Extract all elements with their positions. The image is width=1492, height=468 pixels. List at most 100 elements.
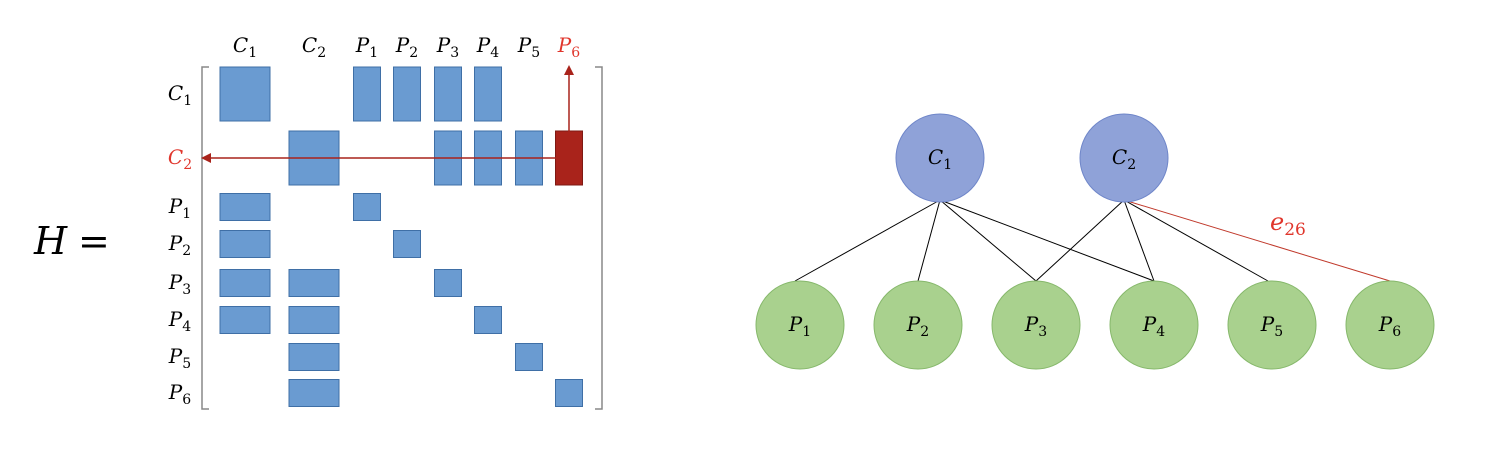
row-label-base: C <box>168 81 183 105</box>
column-label: P6 <box>557 33 580 61</box>
bottom-node <box>1109 280 1199 370</box>
bottom-node-label-base: P <box>788 312 803 336</box>
bottom-node-label-sub: 3 <box>1038 324 1047 340</box>
column-label: C1 <box>233 33 257 61</box>
matrix-cell <box>353 66 381 122</box>
bottom-node <box>755 280 845 370</box>
bottom-node-label-base: P <box>1024 312 1039 336</box>
matrix-cell <box>393 230 421 258</box>
bottom-node-label: P1 <box>788 312 811 340</box>
column-label: P3 <box>436 33 459 61</box>
column-label-sub: 1 <box>248 45 257 61</box>
row-label: P2 <box>168 231 191 259</box>
bottom-node-label: P6 <box>1378 312 1401 340</box>
row-label-sub: 5 <box>182 356 191 372</box>
matrix-cell <box>288 306 340 334</box>
matrix-cell <box>219 66 271 122</box>
column-label-base: C <box>302 33 317 57</box>
column-label: P2 <box>395 33 418 61</box>
row-label-sub: 4 <box>182 319 191 335</box>
matrix-cell <box>288 379 340 407</box>
row-label-sub: 2 <box>182 243 191 259</box>
matrix-cell <box>434 269 462 297</box>
matrix-left-bracket <box>201 66 209 410</box>
graph-edge <box>939 199 1037 282</box>
row-label: C1 <box>168 81 192 109</box>
matrix-cell <box>353 193 381 221</box>
top-node <box>1079 113 1169 203</box>
bottom-node <box>1227 280 1317 370</box>
bottom-node <box>1345 280 1435 370</box>
graph-edge <box>917 199 941 282</box>
edge-label-sub: 26 <box>1284 220 1306 240</box>
row-label-sub: 3 <box>182 282 191 298</box>
row-label: P1 <box>168 194 191 222</box>
bottom-node-label-base: P <box>1142 312 1157 336</box>
matrix-cell <box>219 230 271 258</box>
column-label-sub: 5 <box>531 45 540 61</box>
matrix-cell <box>555 379 583 407</box>
row-label-base: P <box>168 344 183 368</box>
row-label-sub: 1 <box>183 93 192 109</box>
matrix-right-bracket <box>595 66 603 410</box>
matrix-cell <box>219 193 271 221</box>
top-node-label-sub: 1 <box>943 157 952 173</box>
column-label: P4 <box>476 33 499 61</box>
matrix-cell <box>288 343 340 371</box>
row-label-base: P <box>168 270 183 294</box>
top-node <box>895 113 985 203</box>
column-label-base: C <box>233 33 248 57</box>
column-label-base: P <box>355 33 370 57</box>
column-label-base: P <box>395 33 410 57</box>
top-node-label-base: C <box>928 145 943 169</box>
column-label-sub: 4 <box>490 45 499 61</box>
edge-label-base: e <box>1270 208 1284 236</box>
bottom-node-label-base: P <box>906 312 921 336</box>
column-label-sub: 3 <box>450 45 459 61</box>
row-label-sub: 2 <box>183 157 192 173</box>
top-node-label-sub: 2 <box>1127 157 1136 173</box>
matrix-cell <box>393 66 421 122</box>
matrix-cell <box>288 269 340 297</box>
matrix-cell <box>474 306 502 334</box>
column-label-sub: 1 <box>369 45 378 61</box>
top-node-label: C1 <box>928 145 952 173</box>
row-label: P3 <box>168 270 191 298</box>
bottom-node-label: P5 <box>1260 312 1283 340</box>
matrix-cell <box>515 343 543 371</box>
equals-sign: = <box>78 219 110 263</box>
row-label: P4 <box>168 307 191 335</box>
top-node-label-base: C <box>1112 145 1127 169</box>
bottom-node <box>873 280 963 370</box>
graph-edge <box>1123 199 1269 282</box>
graph-edge <box>1035 199 1125 282</box>
matrix-cell <box>474 66 502 122</box>
row-label: P5 <box>168 344 191 372</box>
column-label-base: P <box>476 33 491 57</box>
edge-label: e26 <box>1270 208 1306 240</box>
graph-edge <box>1123 199 1155 282</box>
top-node-label: C2 <box>1112 145 1136 173</box>
row-label-base: P <box>168 380 183 404</box>
graph-edge <box>794 199 941 282</box>
bottom-node-label-sub: 4 <box>1156 324 1165 340</box>
row-label: P6 <box>168 380 191 408</box>
bottom-node-label-sub: 5 <box>1274 324 1283 340</box>
bottom-node-label: P4 <box>1142 312 1165 340</box>
bottom-node-label-base: P <box>1260 312 1275 336</box>
bottom-node-label-sub: 6 <box>1392 324 1401 340</box>
row-label-base: P <box>168 307 183 331</box>
graph-edge <box>939 199 1155 282</box>
matrix-cells <box>219 66 583 407</box>
row-label-base: P <box>168 231 183 255</box>
matrix-cell <box>434 66 462 122</box>
row-label: C2 <box>168 145 192 173</box>
column-label: P1 <box>355 33 378 61</box>
row-label-sub: 1 <box>182 206 191 222</box>
row-label-base: C <box>168 145 183 169</box>
matrix-cell <box>219 269 271 297</box>
